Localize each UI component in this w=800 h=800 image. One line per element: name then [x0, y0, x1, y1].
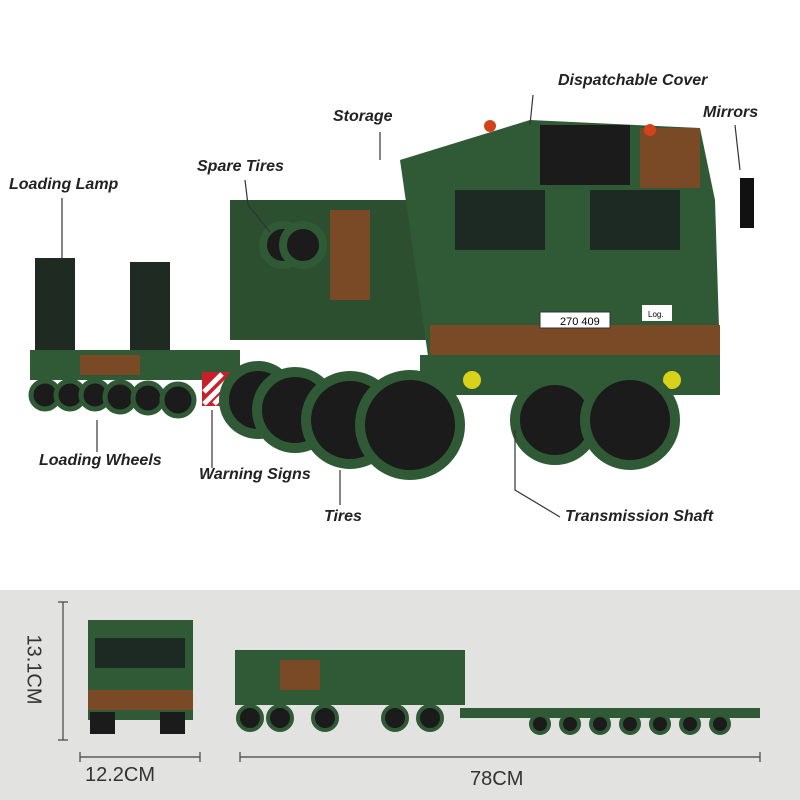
callout-mirrors: Mirrors	[703, 104, 759, 121]
length-dimension: 78CM	[470, 768, 524, 790]
callout-loading-wheels: Loading Wheels	[39, 452, 162, 469]
callout-spare-tires: Spare Tires	[197, 158, 284, 175]
log-badge: Log.	[648, 310, 664, 319]
callout-storage: Storage	[333, 108, 393, 125]
trailer	[28, 258, 240, 419]
dimensions-panel: 13.1CM 12.2CM 78CM	[0, 590, 800, 800]
leader-lines	[61, 94, 741, 518]
side-view	[235, 650, 760, 735]
dimension-views	[58, 601, 761, 762]
callout-loading-lamp: Loading Lamp	[9, 176, 119, 193]
dimension-lines	[58, 601, 761, 762]
callout-transmission-shaft: Transmission Shaft	[565, 508, 714, 525]
mirror	[740, 178, 754, 228]
callout-tires: Tires	[324, 508, 362, 525]
callout-warning-signs: Warning Signs	[199, 466, 311, 483]
callout-dispatchable-cover: Dispatchable Cover	[558, 72, 708, 89]
front-view	[88, 620, 193, 734]
license-plate: 270 409	[560, 316, 600, 328]
height-dimension: 13.1CM	[22, 634, 45, 705]
truck-cab: 270 409 Log.	[219, 120, 754, 480]
width-dimension: 12.2CM	[85, 764, 156, 786]
